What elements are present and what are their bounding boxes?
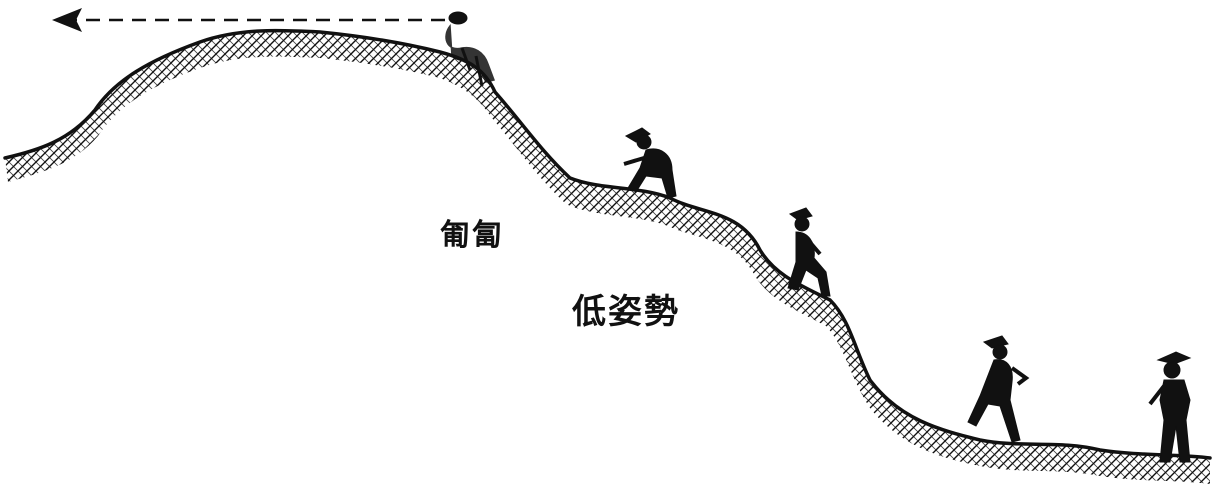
soldier-figure xyxy=(623,127,677,199)
soldier-figure xyxy=(787,207,831,297)
soldier-figure xyxy=(445,11,495,87)
hill-hatching xyxy=(5,30,1210,484)
hill-ridge-line xyxy=(3,28,1212,460)
soldier-figure xyxy=(1148,351,1192,463)
crawl-label: 匍匐 xyxy=(440,218,504,253)
soldier-figure xyxy=(967,335,1030,443)
low-posture-label: 低姿勢 xyxy=(572,292,680,332)
left-arrow-icon xyxy=(52,8,445,32)
